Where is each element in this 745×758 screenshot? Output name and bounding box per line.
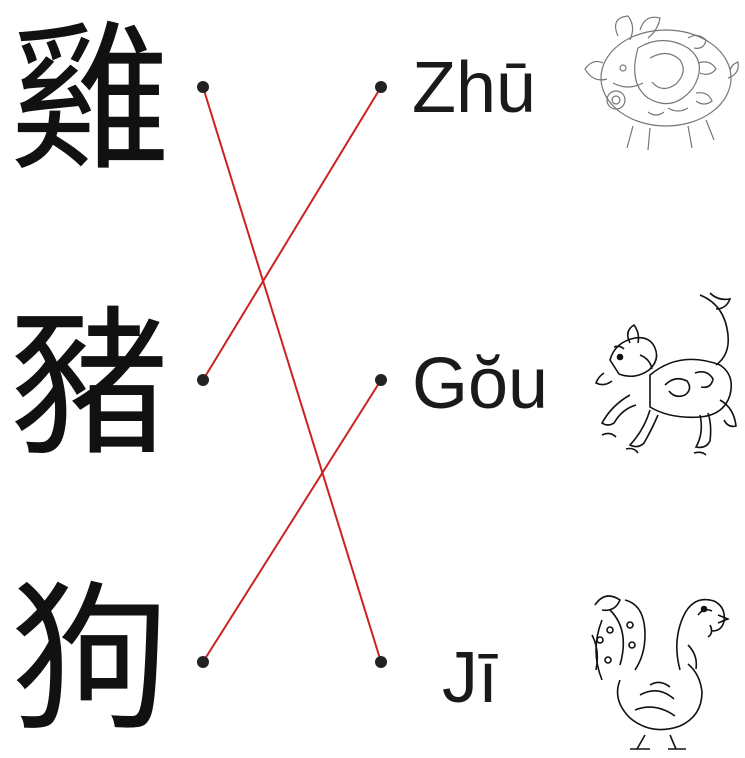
hanzi-zhu: 豬 — [10, 291, 171, 478]
dot-hanzi-zhu[interactable] — [197, 374, 209, 386]
pinyin-gou: Gŏu — [412, 344, 549, 424]
pinyin-zhu: Zhū — [412, 48, 537, 128]
dot-hanzi-gou[interactable] — [197, 656, 209, 668]
dog-illustration-icon — [595, 292, 737, 456]
hanzi-gou: 狗 — [10, 566, 171, 753]
rooster-illustration-icon — [591, 595, 730, 750]
match-line-gou — [202, 379, 382, 663]
match-line-zhu — [202, 86, 382, 381]
pinyin-ji: Jī — [442, 638, 499, 718]
dot-pinyin-ji[interactable] — [375, 656, 387, 668]
dot-pinyin-gou[interactable] — [375, 374, 387, 386]
dot-hanzi-ji[interactable] — [197, 81, 209, 93]
match-line-ji — [202, 86, 382, 663]
pig-illustration-icon — [584, 15, 739, 151]
hanzi-ji: 雞 — [10, 6, 171, 193]
dot-pinyin-zhu[interactable] — [375, 81, 387, 93]
